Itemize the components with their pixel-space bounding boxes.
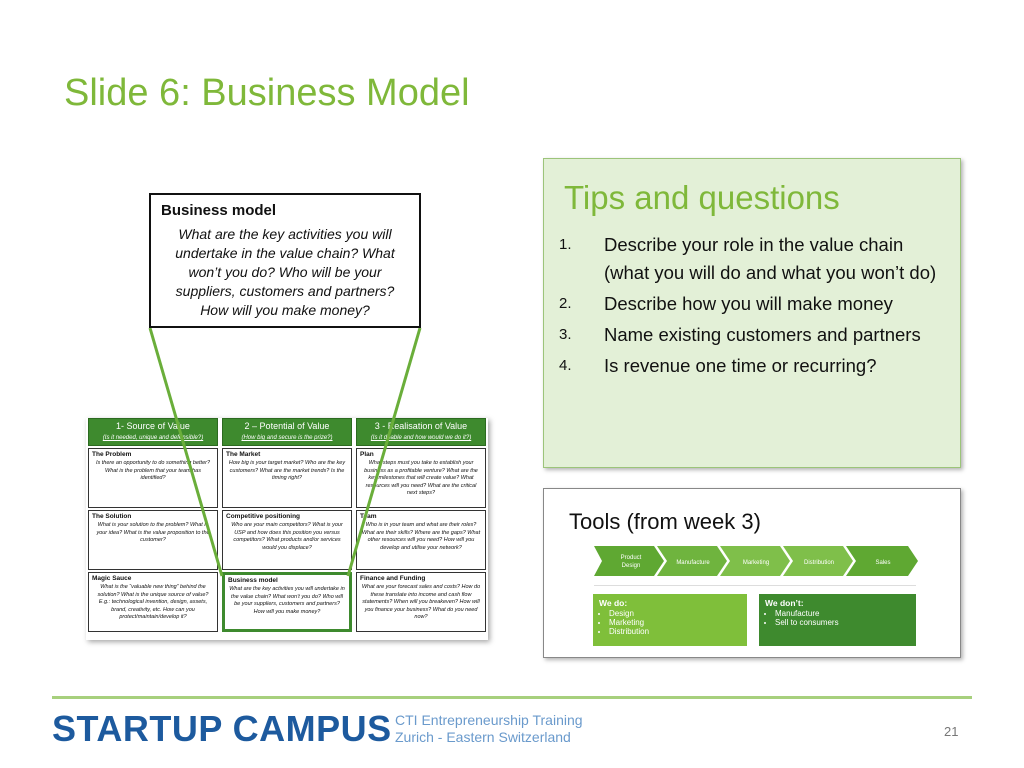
column-subtitle: (Is it needed, unique and defensible?) <box>102 435 204 441</box>
column-header: 2 – Potential of Value (How big and secu… <box>222 418 352 446</box>
cell-body: How big is your target market? Who are t… <box>228 460 346 481</box>
business-model-callout: Business model What are the key activiti… <box>149 193 421 328</box>
cell-title: The Solution <box>92 513 132 520</box>
list-item: Manufacture <box>775 609 910 618</box>
canvas-column-source: 1- Source of Value (Is it needed, unique… <box>88 418 218 632</box>
list-item: 4. Is revenue one time or recurring? <box>556 352 946 380</box>
value-chain: Product Design Manufacture Marketing Dis… <box>594 546 918 576</box>
cell-body: Who are your main competitors? What is y… <box>231 522 343 551</box>
canvas-column-potential: 2 – Potential of Value (How big and secu… <box>222 418 352 632</box>
we-dont-box: We don’t: Manufacture Sell to consumers <box>759 594 916 646</box>
we-do-list: Design Marketing Distribution <box>599 609 741 636</box>
column-subtitle: (Is it doable and how would we do it?) <box>370 435 472 441</box>
cell-title: The Market <box>226 451 261 458</box>
cell-title: The Problem <box>92 451 132 458</box>
cell-body: Is there an opportunity to do something … <box>95 460 211 481</box>
chevron-sales <box>846 546 918 576</box>
list-item: Distribution <box>609 627 741 636</box>
cell-body: What are the key activities you will und… <box>229 586 345 615</box>
cell-title: Competitive positioning <box>226 513 301 520</box>
item-number: 4. <box>559 357 572 374</box>
business-canvas: 1- Source of Value (Is it needed, unique… <box>86 418 488 640</box>
callout-heading: Business model <box>161 202 277 219</box>
cell-body: What is your solution to the problem? Wh… <box>96 522 210 543</box>
chevron-product-design <box>594 546 664 576</box>
column-title: 1- Source of Value <box>116 421 190 431</box>
cell-title: Team <box>360 513 377 520</box>
item-text: Is revenue one time or recurring? <box>604 355 877 376</box>
chain-label: Product <box>621 555 642 561</box>
list-item: 1. Describe your role in the value chain … <box>556 231 946 287</box>
column-header: 3 - Realisation of Value (Is it doable a… <box>356 418 486 446</box>
we-do-box: We do: Design Marketing Distribution <box>593 594 747 646</box>
cell-title: Magic Sauce <box>92 575 132 582</box>
chain-label: Manufacture <box>676 560 710 566</box>
footer-line1: CTI Entrepreneurship Training <box>395 712 583 728</box>
list-item: Design <box>609 609 741 618</box>
chain-label: Marketing <box>743 560 769 566</box>
canvas-column-realisation: 3 - Realisation of Value (Is it doable a… <box>356 418 486 632</box>
cell-body: What is the “valuable new thing” behind … <box>97 584 209 620</box>
we-do-heading: We do: <box>599 598 628 608</box>
column-title: 3 - Realisation of Value <box>374 421 468 431</box>
cell-title: Business model <box>228 577 278 584</box>
footer-line2: Zurich - Eastern Switzerland <box>395 729 571 745</box>
startup-campus-logo: STARTUP CAMPUS <box>52 708 392 749</box>
item-text: Name existing customers and partners <box>604 324 921 345</box>
item-text: Describe your role in the value chain (w… <box>604 234 937 283</box>
we-dont-list: Manufacture Sell to consumers <box>765 609 910 627</box>
item-text: Describe how you will make money <box>604 293 893 314</box>
tools-heading: Tools (from week 3) <box>569 509 761 534</box>
list-item: 2. Describe how you will make money <box>556 290 946 318</box>
divider <box>594 585 916 586</box>
canvas-cell: The Problem Is there an opportunity to do… <box>88 448 218 508</box>
callout-body: What are the key activities you will und… <box>175 226 395 318</box>
list-item: Marketing <box>609 618 741 627</box>
list-item: 3. Name existing customers and partners <box>556 321 946 349</box>
cell-title: Plan <box>360 451 374 458</box>
chevron-distribution <box>783 546 853 576</box>
tips-panel: Tips and questions 1. Describe your role … <box>543 158 961 468</box>
chain-label: Sales <box>875 560 890 566</box>
chain-label: Distribution <box>804 560 834 566</box>
we-dont-heading: We don’t: <box>765 598 804 608</box>
cell-title: Finance and Funding <box>360 575 426 582</box>
tips-heading: Tips and questions <box>564 179 840 216</box>
slide-title: Slide 6: Business Model <box>64 72 470 114</box>
footer-divider <box>52 696 972 699</box>
tips-list: 1. Describe your role in the value chain … <box>556 231 946 383</box>
item-number: 3. <box>559 326 572 343</box>
chevron-marketing <box>720 546 790 576</box>
cell-body: What steps must you take to establish yo… <box>364 460 478 496</box>
list-item: Sell to consumers <box>775 618 910 627</box>
item-number: 1. <box>559 236 572 253</box>
page-number: 21 <box>944 724 959 739</box>
cell-body: Who is in your team and what are their r… <box>361 522 481 551</box>
column-title: 2 – Potential of Value <box>244 421 330 431</box>
chevron-manufacture <box>657 546 727 576</box>
column-subtitle: (How big and secure is the prize?) <box>241 435 333 441</box>
footer-subtitle: CTI Entrepreneurship Training Zurich - E… <box>395 712 583 746</box>
column-header: 1- Source of Value (Is it needed, unique… <box>88 418 218 446</box>
chain-label: Design <box>622 563 641 569</box>
item-number: 2. <box>559 295 572 312</box>
cell-body: What are your forecast sales and costs? … <box>361 584 481 620</box>
